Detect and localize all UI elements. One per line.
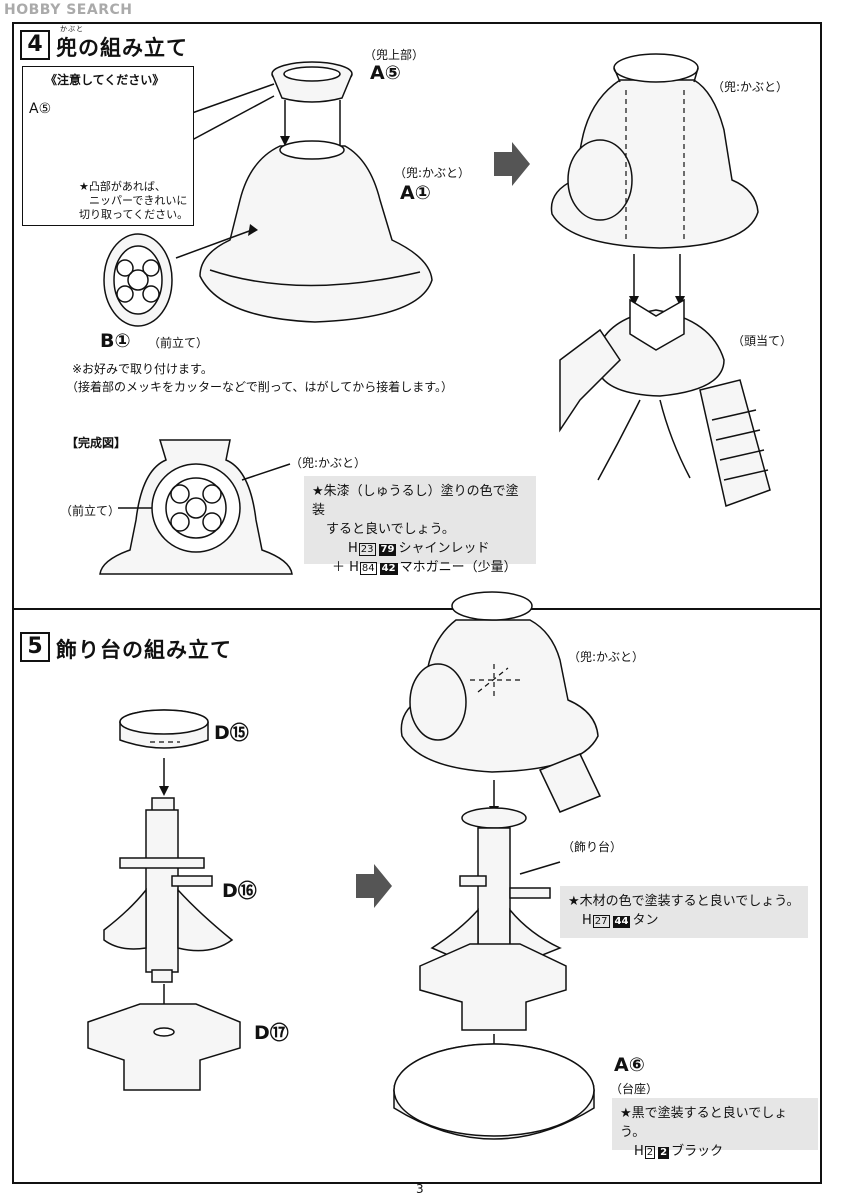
paint-row2-name: マホガニー（少量）: [399, 560, 517, 575]
step5-helmet-label: （兜:かぶと）: [568, 650, 645, 664]
stand-row-h: H: [582, 913, 592, 928]
caution-text-3: 切り取ってください。: [79, 208, 189, 221]
step-number-4: 4: [20, 30, 50, 60]
stand-assembled: [419, 807, 567, 1031]
post-d16: [103, 797, 234, 983]
paint-note-line1: ★朱漆（しゅうるし）塗りの色で塗装: [312, 484, 519, 518]
base-code: A⑥: [614, 1054, 645, 1076]
head-guard: [559, 298, 771, 507]
part-d17: D⑰: [254, 1022, 289, 1044]
watermark-logo: HOBBY SEARCH: [4, 2, 133, 18]
stand-note-line: ★木材の色で塗装すると良いでしょう。: [568, 894, 800, 909]
base-label: （台座）: [610, 1082, 659, 1096]
complete-crest-label: （前立て）: [60, 504, 121, 518]
top-part-code: A⑤: [370, 62, 401, 84]
paint-row1-name: シャインレッド: [398, 541, 490, 556]
complete-label: 【完成図】: [66, 436, 127, 450]
base-row-code: 2: [658, 1147, 670, 1159]
stand-row-hcode: 27: [592, 915, 610, 928]
part-d16: D⑯: [222, 880, 257, 902]
paint-row2-hcode: 84: [359, 562, 377, 575]
crest-label: （前立て）: [148, 336, 209, 350]
section-divider: [12, 608, 822, 610]
right-helmet-label: （兜:かぶと）: [712, 80, 789, 94]
step5-title: 飾り台の組み立て: [56, 638, 232, 662]
top-ring-a5: [271, 61, 353, 103]
paint-row1-h: H: [348, 541, 358, 556]
complete-helmet-label: （兜:かぶと）: [290, 456, 367, 470]
note-optional: ※お好みで取り付けます。: [72, 362, 213, 376]
part-d15: D⑮: [214, 722, 249, 744]
caution-title: 《注意してください》: [45, 73, 165, 87]
step-arrow-1: [494, 142, 530, 186]
crest-b1: [103, 233, 173, 327]
paint-row1-code: 79: [378, 544, 397, 556]
helmet-assembled: [550, 53, 759, 249]
paint-note-line2: すると良いでしょう。: [326, 522, 455, 537]
paint-row1-hcode: 23: [358, 543, 376, 556]
page-number: 3: [416, 1182, 424, 1196]
paint-row2-prefix: ＋ H: [332, 560, 359, 575]
step-arrow-2: [356, 864, 392, 908]
crest-code: B①: [100, 330, 131, 352]
base-row-hcode: 2: [644, 1146, 656, 1159]
caution-box: 《注意してください》 A⑤ ★凸部があれば、 ニッパーできれいに 切り取ってくだ…: [22, 66, 194, 226]
cross-base-d17: [87, 1003, 241, 1091]
helmet-on-stand: [400, 591, 602, 813]
head-guard-label: （頭当て）: [732, 334, 793, 348]
top-part-label: （兜上部）: [364, 48, 425, 62]
note-glue: （接着部のメッキをカッターなどで削って、はがしてから接着します。）: [66, 380, 454, 394]
step-number-5: 5: [20, 632, 50, 662]
caution-text-2: ニッパーできれいに: [89, 194, 188, 207]
step4-title: 兜の組み立て: [56, 36, 188, 60]
title-ruby: かぶと: [60, 25, 84, 33]
paint-row2-code: 42: [379, 563, 398, 575]
page-frame: [12, 22, 822, 1184]
helmet-label: （兜:かぶと）: [394, 166, 471, 180]
base-a6: [393, 1043, 595, 1140]
base-note-line: ★黒で塗装すると良いでしょう。: [620, 1106, 788, 1140]
complete-helmet: [99, 439, 293, 575]
disc-d15: [119, 709, 209, 749]
base-row-h: H: [634, 1144, 644, 1159]
caution-part-code: A⑤: [29, 101, 52, 117]
helmet-code: A①: [400, 182, 431, 204]
stand-row-code: 44: [612, 916, 631, 928]
caution-text-1: ★凸部があれば、: [79, 180, 166, 193]
stand-label: （飾り台）: [562, 840, 623, 854]
stand-row-name: タン: [632, 913, 659, 928]
base-row-name: ブラック: [671, 1144, 724, 1159]
helmet-a1: [199, 140, 433, 323]
